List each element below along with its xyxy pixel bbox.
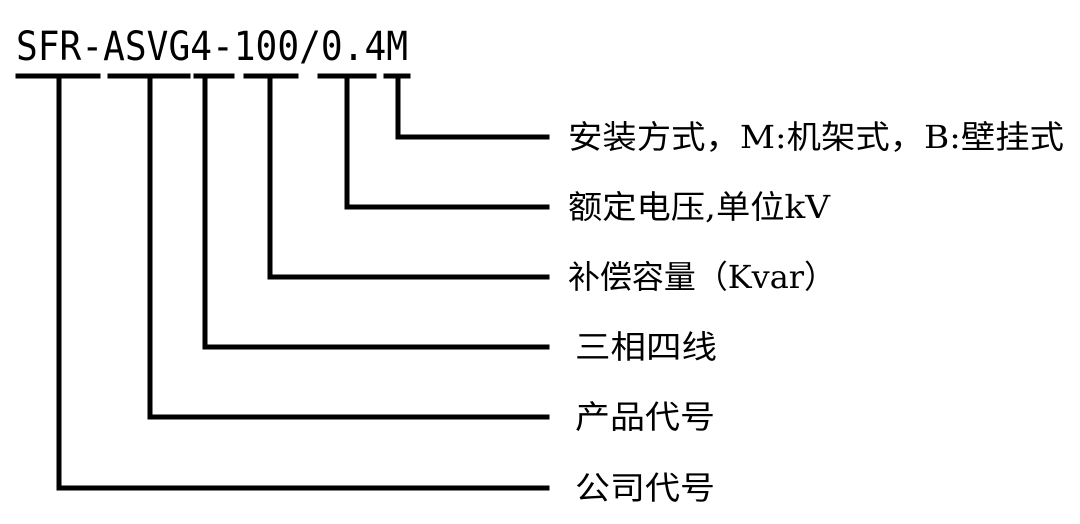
model-code: SFR-ASVG4-100/0.4M <box>16 24 408 70</box>
label-mounting: 安装方式，M:机架式，B:壁挂式 <box>568 118 1064 156</box>
leader-line-phase <box>202 73 550 350</box>
label-phase: 三相四线 <box>575 328 717 366</box>
leader-line-capacity <box>267 73 550 280</box>
leader-line-mounting <box>395 73 550 140</box>
leader-line-voltage <box>344 73 550 210</box>
leader-line-company <box>56 73 550 491</box>
label-product: 产品代号 <box>575 398 715 436</box>
leader-line-product <box>147 73 550 420</box>
label-company: 公司代号 <box>575 469 715 507</box>
label-capacity: 补偿容量（Kvar） <box>568 258 836 296</box>
label-voltage: 额定电压,单位kV <box>568 188 831 226</box>
